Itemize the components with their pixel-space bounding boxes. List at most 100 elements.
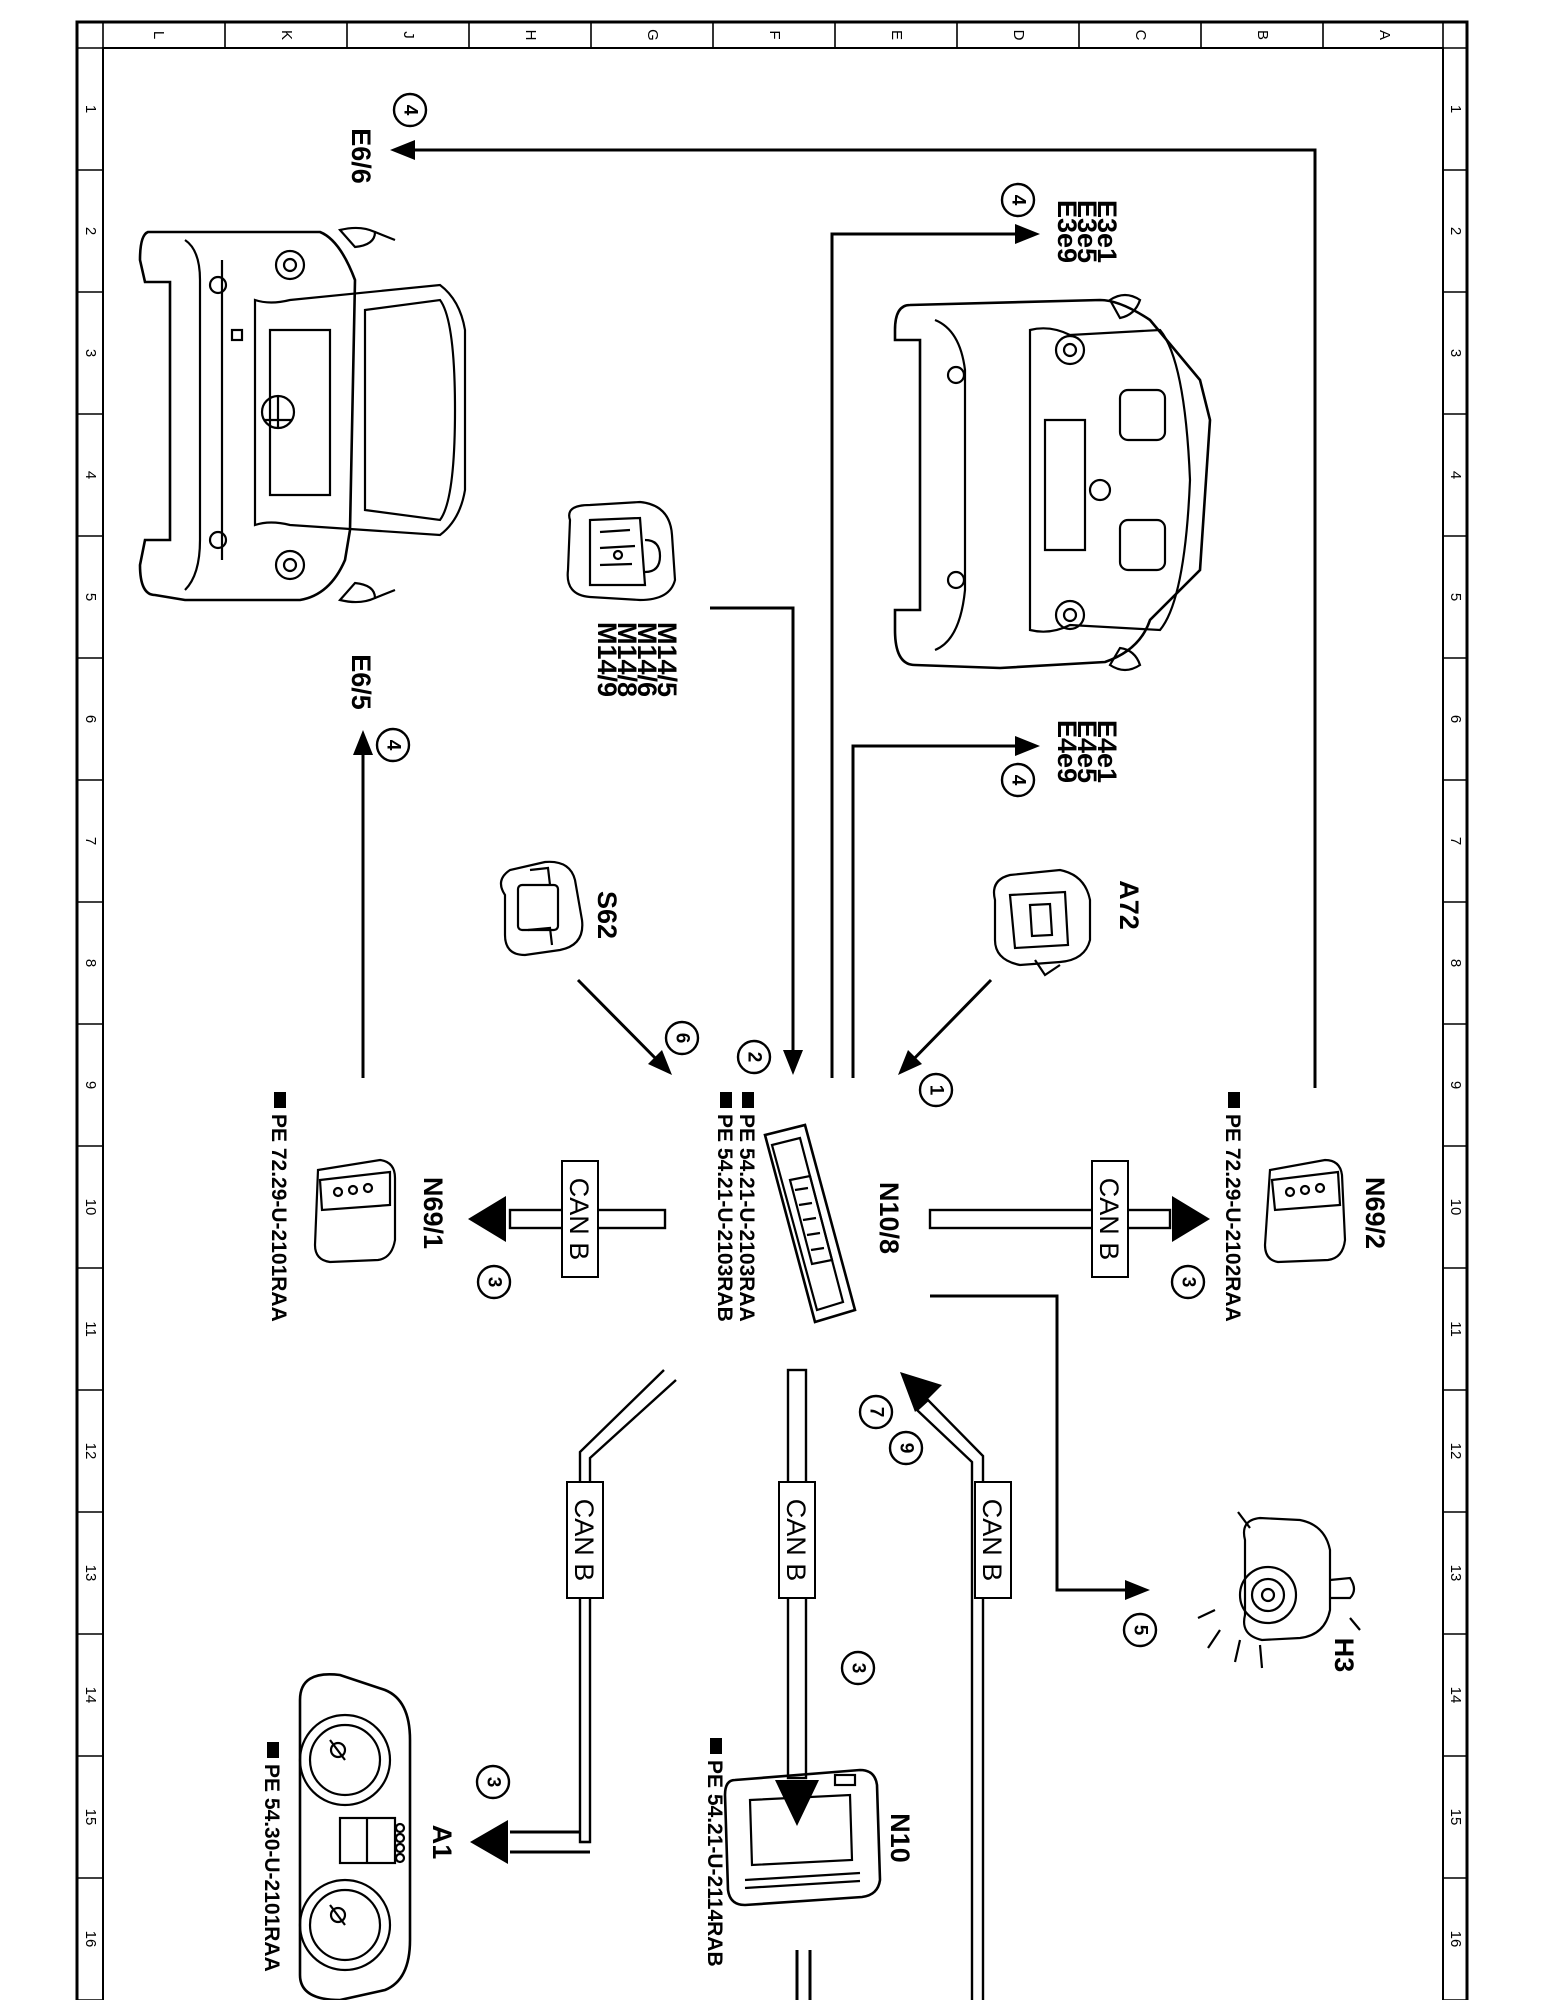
can-bus-bottom <box>915 1398 985 2000</box>
grid-row-label: 12 <box>82 1443 99 1460</box>
grid-col-label: D <box>1010 30 1027 41</box>
signal-marker-4: 4 <box>375 727 411 763</box>
grid-row-label: 7 <box>82 837 99 845</box>
grid-row-label: 5 <box>82 593 99 601</box>
grid-row-label: 13 <box>82 1565 99 1582</box>
signal-number: 3 <box>483 1777 504 1788</box>
instrument-cluster-a1-drawing <box>298 1672 412 2000</box>
drawing-frame <box>75 20 1469 2000</box>
can-label: CAN B <box>569 1499 599 1582</box>
can-label: CAN B <box>977 1499 1007 1582</box>
arrow-head <box>775 1780 819 1826</box>
grid-row-label: 15 <box>82 1809 99 1826</box>
grid-row-label: 15 <box>1447 1809 1464 1826</box>
signal-marker-3: 3 <box>475 1764 511 1800</box>
signal-number: 1 <box>926 1085 947 1096</box>
grid-row-label: 9 <box>1447 1081 1464 1089</box>
module-n69-2-drawing <box>1263 1158 1347 1264</box>
label-e6-6: E6/6 <box>346 128 376 184</box>
can-label: CAN B <box>1094 1178 1124 1261</box>
arrow-head <box>353 730 373 755</box>
arrow-head <box>470 1820 508 1864</box>
arrow-head <box>783 1050 803 1075</box>
grid-row-label: 4 <box>1447 471 1464 479</box>
grid-row-label: 10 <box>82 1199 99 1216</box>
line-m14 <box>710 606 795 1065</box>
grid-row-label: 16 <box>1447 1931 1464 1948</box>
signal-marker-4: 4 <box>392 92 428 128</box>
grid-row-label: 2 <box>1447 227 1464 235</box>
grid-col-label: F <box>766 30 783 39</box>
label-n69-2: N69/2 <box>1360 1177 1390 1249</box>
label-e3e9: E3e9 <box>1052 200 1082 263</box>
can-bus-a1 <box>578 1369 677 1844</box>
signal-marker-9: 9 <box>888 1430 924 1466</box>
signal-marker-4: 4 <box>1000 182 1036 218</box>
label-m14-9: M14/9 <box>592 622 622 697</box>
label-s62: S62 <box>592 891 622 939</box>
grid-row-label: 4 <box>82 471 99 479</box>
label-m14-6: M14/6 <box>632 622 662 697</box>
connections <box>353 140 1317 1600</box>
signal-marker-3: 3 <box>1170 1264 1206 1300</box>
ref-n69-1: PE 72.29-U-2101RAA <box>267 1114 290 1322</box>
grid-col-label: H <box>522 30 539 41</box>
signal-marker-5: 5 <box>1122 1612 1158 1648</box>
grid-row-label: 7 <box>1447 837 1464 845</box>
grid-row-label: 14 <box>1447 1687 1464 1704</box>
label-m14-5: M14/5 <box>652 622 682 697</box>
can-bus-right <box>928 1208 1172 1230</box>
vehicle-rear-drawing <box>893 293 1212 672</box>
line-s62 <box>576 978 667 1070</box>
signal-number: 2 <box>744 1052 765 1063</box>
label-n10: N10 <box>885 1813 915 1863</box>
can-label: CAN B <box>564 1178 594 1261</box>
arrow-head <box>1125 1580 1150 1600</box>
arrow-head <box>648 1050 672 1075</box>
label-e6-5: E6/5 <box>346 654 376 710</box>
signal-number: 4 <box>383 740 404 751</box>
grid-row-label: 10 <box>1447 1199 1464 1216</box>
signal-number: 3 <box>1178 1277 1199 1288</box>
grid-row-label: 1 <box>82 105 99 113</box>
signal-marker-3: 3 <box>840 1650 876 1686</box>
door-lock-actuator-drawing <box>566 500 677 602</box>
signal-markers: 4 4 4 4 2 6 1 3 3 3 3 5 7 9 <box>375 92 1206 1800</box>
ref-n10-8-b: PE 54.21-U-2103RAB <box>713 1114 736 1322</box>
document-references: PE 72.29-U-2102RAA PE 72.29-U-2101RAA PE… <box>260 1092 1244 1972</box>
signal-number: 4 <box>1008 775 1029 786</box>
signal-number: 7 <box>866 1407 887 1418</box>
grid-col-label: B <box>1254 30 1271 40</box>
grid-col-label: C <box>1132 30 1149 41</box>
grid-column-labels: L K J H G F E D C B A <box>150 29 1393 41</box>
label-n10-8: N10/8 <box>874 1182 904 1254</box>
switch-s62-drawing <box>499 860 584 957</box>
grid-row-label: 11 <box>82 1321 99 1337</box>
signal-number: 5 <box>1130 1625 1151 1636</box>
grid-row-label: 3 <box>1447 349 1464 357</box>
arrow-head <box>900 1372 942 1412</box>
signal-number: 3 <box>484 1277 505 1288</box>
signal-number: 6 <box>672 1033 693 1044</box>
signal-number: 9 <box>896 1443 917 1454</box>
label-e4e5: E4e5 <box>1072 720 1102 783</box>
grid-row-label: 1 <box>1447 105 1464 113</box>
label-e3e5: E3e5 <box>1072 200 1102 263</box>
signal-marker-1: 1 <box>918 1072 954 1108</box>
grid-row-label: 8 <box>82 959 99 967</box>
signal-marker-4: 4 <box>1000 762 1036 798</box>
label-m14-8: M14/8 <box>612 622 642 697</box>
unit-a72-drawing <box>992 868 1092 977</box>
grid-col-label: K <box>278 30 295 40</box>
grid-col-label: E <box>888 30 905 40</box>
signal-marker-3: 3 <box>476 1264 512 1300</box>
line-h3 <box>930 1294 1140 1592</box>
ref-n69-2: PE 72.29-U-2102RAA <box>1221 1114 1244 1322</box>
grid-row-label: 16 <box>82 1931 99 1948</box>
horn-h3-drawing <box>1197 1511 1361 1669</box>
line-e3 <box>830 232 1030 1078</box>
grid-col-label: G <box>644 29 661 41</box>
signal-number: 3 <box>848 1663 869 1674</box>
